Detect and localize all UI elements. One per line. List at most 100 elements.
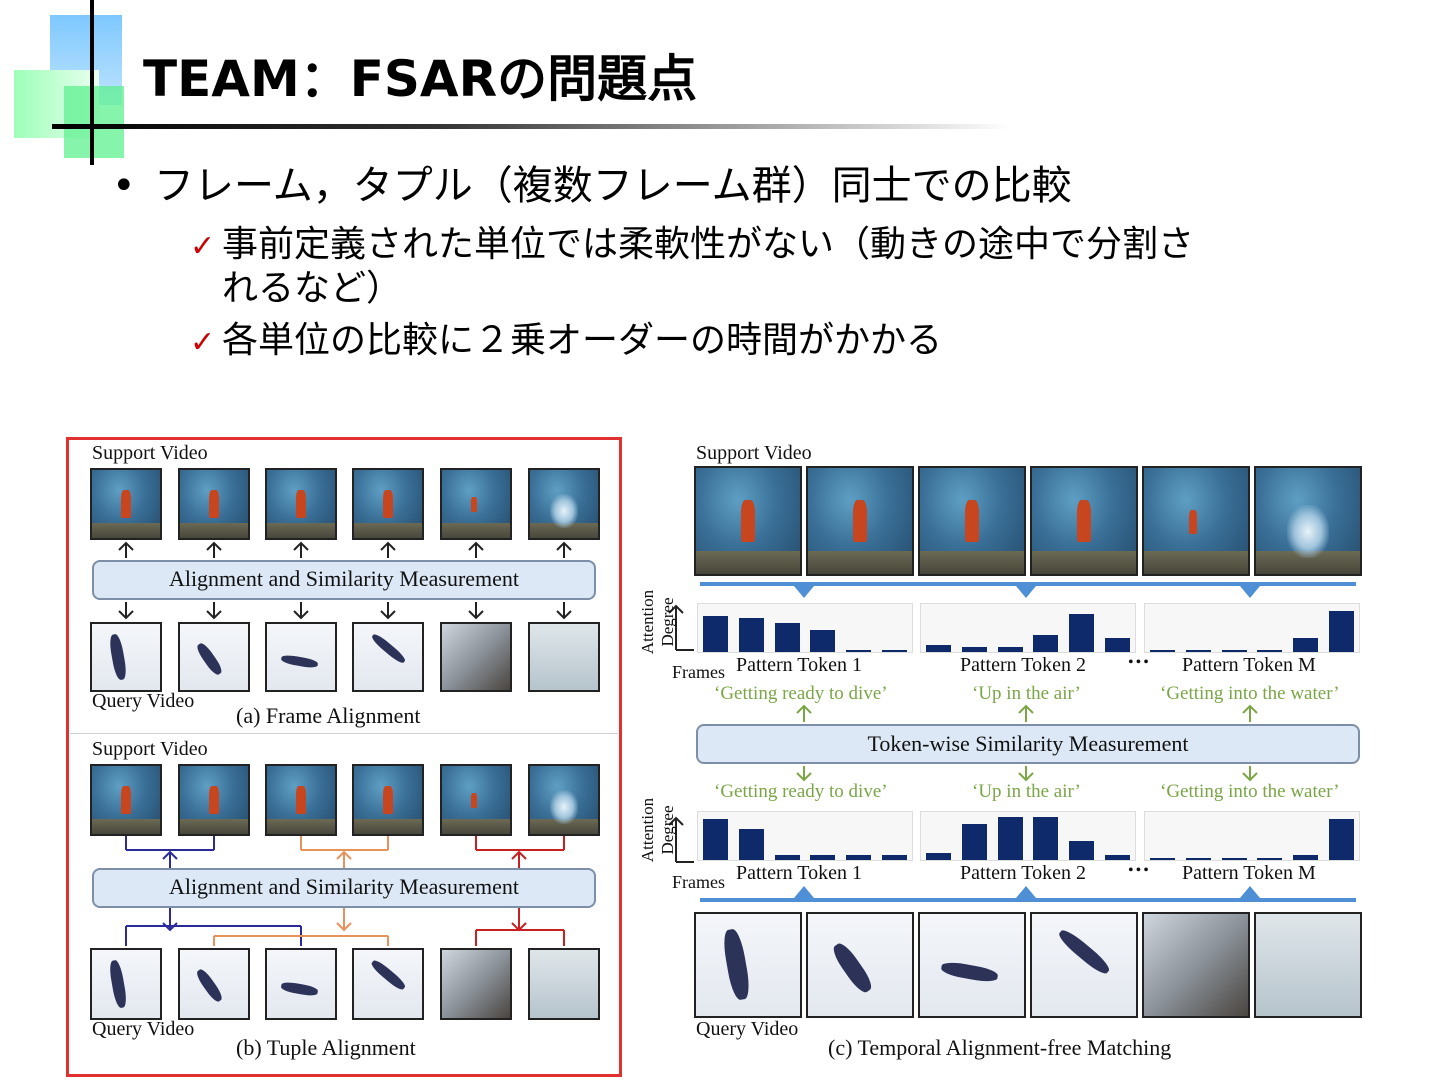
support-frame-thumbnail xyxy=(1254,466,1362,576)
attention-bar xyxy=(703,616,729,652)
attention-label-bottom: Attention xyxy=(638,797,657,863)
match-arrow-green-head xyxy=(1242,772,1258,782)
support-frame-thumbnail xyxy=(440,468,512,540)
attention-bar-panel xyxy=(920,603,1136,653)
support-frame-thumbnail xyxy=(1030,466,1138,576)
caption-a: (a) Frame Alignment xyxy=(236,703,421,728)
query-frame-thumbnail xyxy=(265,948,337,1020)
divider xyxy=(70,733,618,734)
diver-figure xyxy=(194,967,225,1005)
rock-shape xyxy=(442,819,510,834)
support-frame-thumbnail xyxy=(918,466,1026,576)
query-frame-thumbnail xyxy=(918,912,1026,1018)
match-arrow-green-head xyxy=(796,772,812,782)
attention-bar xyxy=(1033,816,1059,860)
tuple-arrow-head xyxy=(511,850,527,860)
attention-bar xyxy=(1293,855,1318,860)
diver-figure xyxy=(471,497,477,513)
pattern-token-m-bottom: Pattern Token M xyxy=(1182,862,1316,884)
diver-figure xyxy=(964,499,980,543)
match-arrow-green-head xyxy=(1242,704,1258,714)
attention-bar xyxy=(1186,857,1211,860)
attention-bar xyxy=(962,647,987,652)
query-frame-thumbnail xyxy=(178,622,250,692)
arrow-up-head xyxy=(468,541,484,551)
rock-shape xyxy=(696,550,800,574)
query-frame-thumbnail xyxy=(440,622,512,692)
attention-bar xyxy=(926,644,952,652)
support-frame-thumbnail xyxy=(265,468,337,540)
quote-2-top: ‘Up in the air’ xyxy=(972,683,1081,704)
token-arrow-down xyxy=(1016,586,1036,598)
arrow-up-head xyxy=(118,541,134,551)
diver-figure xyxy=(1188,510,1198,534)
support-frame-thumbnail xyxy=(440,764,512,836)
diver-figure xyxy=(471,793,477,809)
arrow-up-head xyxy=(556,541,572,551)
check-icon: ✓ xyxy=(190,229,216,264)
rock-shape xyxy=(1032,550,1136,574)
arrow-up-head xyxy=(380,541,396,551)
pattern-token-m-top: Pattern Token M xyxy=(1182,654,1316,676)
y-axis-head xyxy=(668,604,684,614)
tuple-arrow-head xyxy=(336,922,352,932)
query-video-label-a: Query Video xyxy=(92,690,195,712)
attention-bar xyxy=(1104,855,1130,860)
arrow-up-head xyxy=(206,541,222,551)
sub-item-1-line1: 事前定義された単位では柔軟性がない（動きの途中で分割さ xyxy=(222,224,1195,265)
rock-shape xyxy=(267,819,335,834)
support-frame-thumbnail xyxy=(352,764,424,836)
diver-figure xyxy=(852,499,868,543)
attention-bar xyxy=(774,623,800,652)
token-arrow-down xyxy=(794,586,814,598)
tuple-arrow-head xyxy=(336,850,352,860)
rock-shape xyxy=(1256,550,1360,574)
arrow-up-head xyxy=(293,541,309,551)
y-axis-head xyxy=(668,816,684,826)
tuple-arrow-head xyxy=(162,850,178,860)
support-video-label-b: Support Video xyxy=(92,738,208,760)
query-frame-thumbnail xyxy=(90,948,162,1020)
figure-ab-frame xyxy=(66,437,622,1077)
diver-figure xyxy=(296,786,306,814)
quote-3-top: ‘Getting into the water’ xyxy=(1160,683,1340,704)
caption-c: (c) Temporal Alignment-free Matching xyxy=(828,1035,1172,1060)
ellipsis-bottom: ••• xyxy=(1128,862,1151,879)
caption-b: (b) Tuple Alignment xyxy=(236,1035,416,1060)
attention-bar xyxy=(1293,637,1318,652)
attention-label-top: Attention xyxy=(638,587,659,657)
diver-figure xyxy=(121,786,131,814)
query-frame-thumbnail xyxy=(806,912,914,1018)
support-frame-thumbnail xyxy=(90,764,162,836)
attention-bar-panel xyxy=(920,811,1136,861)
attention-bar xyxy=(810,630,836,652)
attention-bar xyxy=(997,816,1023,860)
quote-1-top: ‘Getting ready to dive’ xyxy=(714,683,888,704)
arrow-down-head xyxy=(293,610,309,620)
query-video-label-c: Query Video xyxy=(696,1018,799,1040)
arrows-layer-ab xyxy=(118,541,572,946)
support-frame-thumbnail xyxy=(178,468,250,540)
attention-bar-panel xyxy=(697,603,913,653)
title-horizontal-rule xyxy=(52,124,1012,129)
diver-figure xyxy=(108,959,129,1009)
attention-bar xyxy=(1186,649,1211,652)
query-frame-thumbnail xyxy=(1142,912,1250,1018)
attention-bar xyxy=(1150,857,1176,860)
rock-shape xyxy=(180,523,248,538)
attention-bar xyxy=(846,855,871,860)
token-arrow-down xyxy=(1240,586,1260,598)
rock-shape xyxy=(354,819,422,834)
query-frame-thumbnail xyxy=(352,622,424,692)
diver-figure xyxy=(383,490,393,518)
diver-figure xyxy=(383,786,393,814)
diver-figure xyxy=(121,490,131,518)
quote-3-bottom: ‘Getting into the water’ xyxy=(1160,781,1340,802)
diver-figure xyxy=(108,633,129,681)
attention-bar xyxy=(997,647,1023,652)
attention-bar xyxy=(739,828,764,860)
rock-shape xyxy=(354,523,422,538)
attention-bar xyxy=(1221,649,1247,652)
attention-bar xyxy=(739,618,764,652)
attention-bar xyxy=(881,855,907,860)
